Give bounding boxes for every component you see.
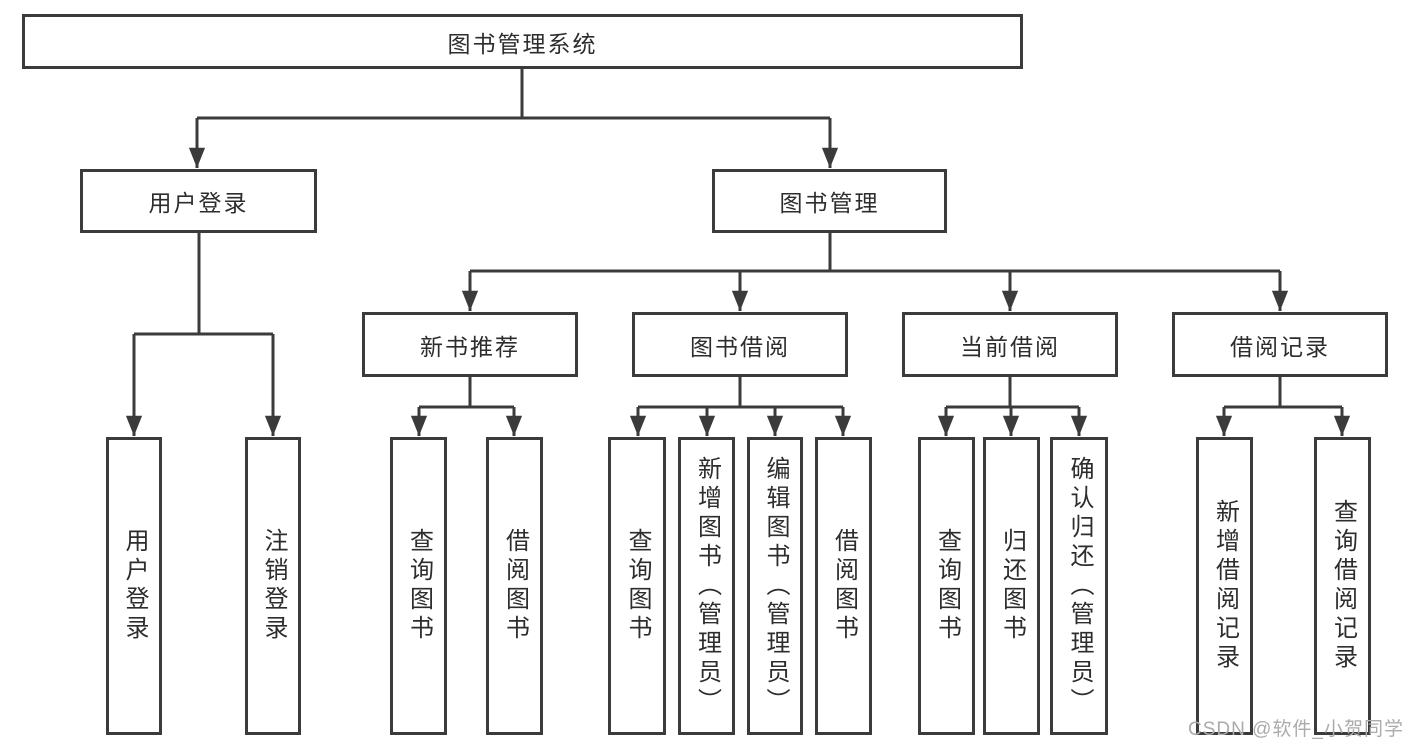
leaf-user-login: 用户登录 [106, 437, 162, 735]
node-label: 新增图书（管理员） [693, 455, 721, 717]
leaf-confirm-return-admin: 确认归还（管理员） [1050, 437, 1108, 735]
node-label: 图书管理 [779, 190, 880, 216]
leaf-add-book-admin: 新增图书（管理员） [678, 437, 735, 735]
leaf-query-book-3: 查询图书 [918, 437, 975, 735]
leaf-query-book-1: 查询图书 [390, 437, 447, 735]
node-book-borrow: 图书借阅 [632, 312, 848, 377]
node-current-borrow: 当前借阅 [902, 312, 1118, 377]
leaf-borrow-book-2: 借阅图书 [815, 437, 872, 735]
node-label: 图书管理系统 [447, 30, 598, 57]
leaf-edit-book-admin: 编辑图书（管理员） [747, 437, 803, 735]
node-label: 图书借阅 [690, 333, 790, 360]
connector-arrow [125, 69, 1351, 436]
node-label: 编辑图书（管理员） [762, 455, 789, 717]
node-root: 图书管理系统 [22, 14, 1023, 69]
node-book-management: 图书管理 [712, 169, 947, 233]
leaf-query-borrow-record: 查询借阅记录 [1314, 437, 1371, 735]
node-user-login: 用户登录 [80, 169, 317, 233]
node-label: 归还图书 [998, 528, 1026, 644]
node-borrow-record: 借阅记录 [1172, 312, 1388, 377]
node-label: 借阅记录 [1230, 333, 1330, 360]
csdn-watermark: CSDN @软件_小贺同学 [1188, 719, 1404, 740]
node-label: 借阅图书 [501, 528, 529, 644]
node-label: 用户登录 [121, 528, 148, 644]
node-label: 查询图书 [405, 528, 433, 644]
leaf-add-borrow-record: 新增借阅记录 [1196, 437, 1253, 735]
leaf-logout: 注销登录 [245, 437, 301, 735]
leaf-query-book-2: 查询图书 [608, 437, 666, 735]
node-label: 查询图书 [624, 528, 651, 644]
node-label: 查询图书 [933, 528, 961, 644]
node-label: 用户登录 [148, 190, 249, 216]
node-label: 确认归还（管理员） [1066, 455, 1093, 717]
node-label: 新增借阅记录 [1211, 499, 1239, 673]
node-new-book-recommend: 新书推荐 [362, 312, 578, 377]
node-label: 注销登录 [260, 528, 287, 644]
node-label: 查询借阅记录 [1329, 499, 1357, 673]
node-label: 借阅图书 [830, 528, 858, 644]
leaf-borrow-book-1: 借阅图书 [486, 437, 543, 735]
node-label: 新书推荐 [420, 333, 520, 360]
node-label: 当前借阅 [960, 333, 1060, 360]
leaf-return-book: 归还图书 [983, 437, 1040, 735]
